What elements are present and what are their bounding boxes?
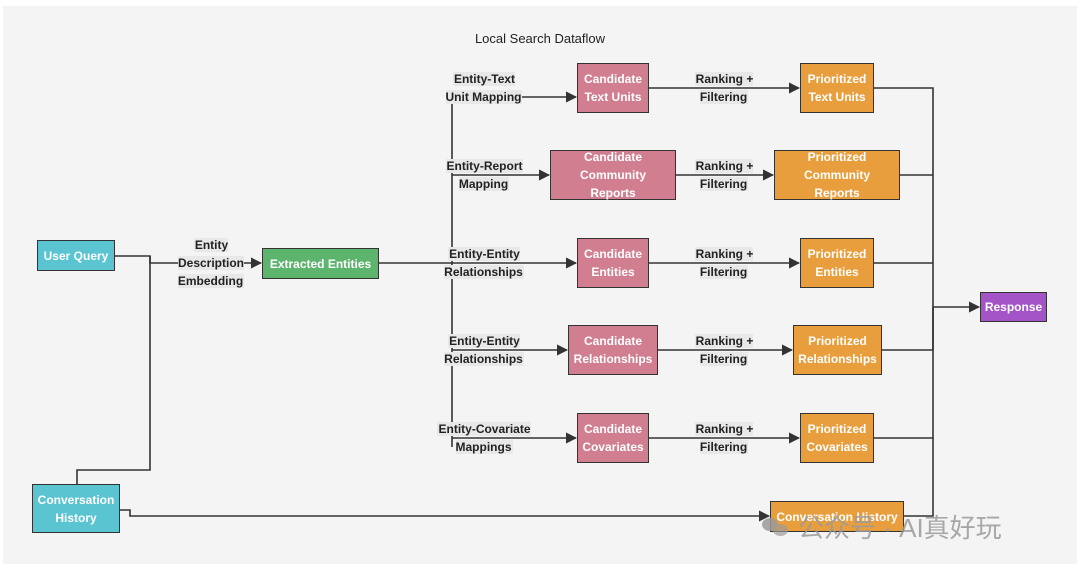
edge-collect-history — [904, 438, 934, 517]
diagram-title: Local Search Dataflow — [474, 31, 606, 46]
edge-label-covariate-mappings-text: Entity-Covariate Mappings — [437, 422, 531, 454]
edge-label-ranking-1: Ranking + Filtering — [682, 70, 766, 106]
prioritized-covariates-node: Prioritized Covariates — [800, 413, 874, 463]
edge-collect-covariates — [874, 307, 934, 439]
wechat-logo-icon — [762, 516, 790, 538]
edge-label-text-unit-mapping: Entity-Text Unit Mapping — [440, 70, 528, 106]
candidate-text-units-node: Candidate Text Units — [577, 63, 649, 113]
edge-label-ranking-3: Ranking + Filtering — [682, 245, 766, 281]
edge-label-ranking-5: Ranking + Filtering — [682, 420, 766, 456]
edge-label-entity-relationships-2-text: Entity-Entity Relationships — [444, 334, 524, 366]
edge-label-ranking-4: Ranking + Filtering — [682, 332, 766, 368]
edge-label-embedding: Entity Description Embedding — [172, 236, 250, 290]
edge-label-entity-relationships-2: Entity-Entity Relationships — [438, 332, 530, 368]
conversation-history-node: Conversation History — [32, 484, 120, 533]
edge-label-entity-relationships-1-text: Entity-Entity Relationships — [444, 247, 524, 279]
edge-label-text-unit-mapping-text: Entity-Text Unit Mapping — [445, 72, 523, 104]
candidate-covariates-node: Candidate Covariates — [577, 413, 649, 463]
extracted-entities-node: Extracted Entities — [262, 248, 379, 279]
candidate-community-reports-node: Candidate Community Reports — [550, 150, 676, 200]
edge-label-ranking-2: Ranking + Filtering — [682, 157, 766, 193]
edge-label-report-mapping-text: Entity-Report Mapping — [445, 159, 523, 191]
edge-label-embedding-text: Entity Description Embedding — [177, 238, 245, 288]
edge-collect-relationships — [882, 307, 934, 351]
edge-label-ranking-1-text: Ranking + Filtering — [694, 72, 754, 104]
prioritized-relationships-node: Prioritized Relationships — [793, 325, 882, 375]
watermark: 公众号 · AI真好玩 — [762, 508, 1002, 545]
edge-label-ranking-4-text: Ranking + Filtering — [694, 334, 754, 366]
prioritized-text-units-node: Prioritized Text Units — [800, 63, 874, 113]
edge-history-to-history-out — [120, 509, 771, 522]
prioritized-community-reports-node: Prioritized Community Reports — [774, 150, 900, 200]
edge-label-ranking-3-text: Ranking + Filtering — [694, 247, 754, 279]
edge-label-entity-relationships-1: Entity-Entity Relationships — [438, 245, 530, 281]
user-query-node: User Query — [37, 240, 115, 271]
candidate-relationships-node: Candidate Relationships — [568, 325, 658, 375]
edge-history-to-merge — [76, 256, 151, 484]
edge-label-report-mapping: Entity-Report Mapping — [438, 157, 530, 193]
candidate-entities-node: Candidate Entities — [577, 238, 649, 288]
edge-collect-text-units — [874, 87, 934, 307]
edge-label-ranking-2-text: Ranking + Filtering — [694, 159, 754, 191]
edge-label-ranking-5-text: Ranking + Filtering — [694, 422, 754, 454]
edge-label-covariate-mappings: Entity-Covariate Mappings — [428, 420, 540, 456]
watermark-text: 公众号 · AI真好玩 — [798, 513, 1002, 543]
prioritized-entities-node: Prioritized Entities — [800, 238, 874, 288]
response-node: Response — [980, 292, 1047, 322]
conversation-history-output-node: Conversation History — [770, 501, 904, 532]
